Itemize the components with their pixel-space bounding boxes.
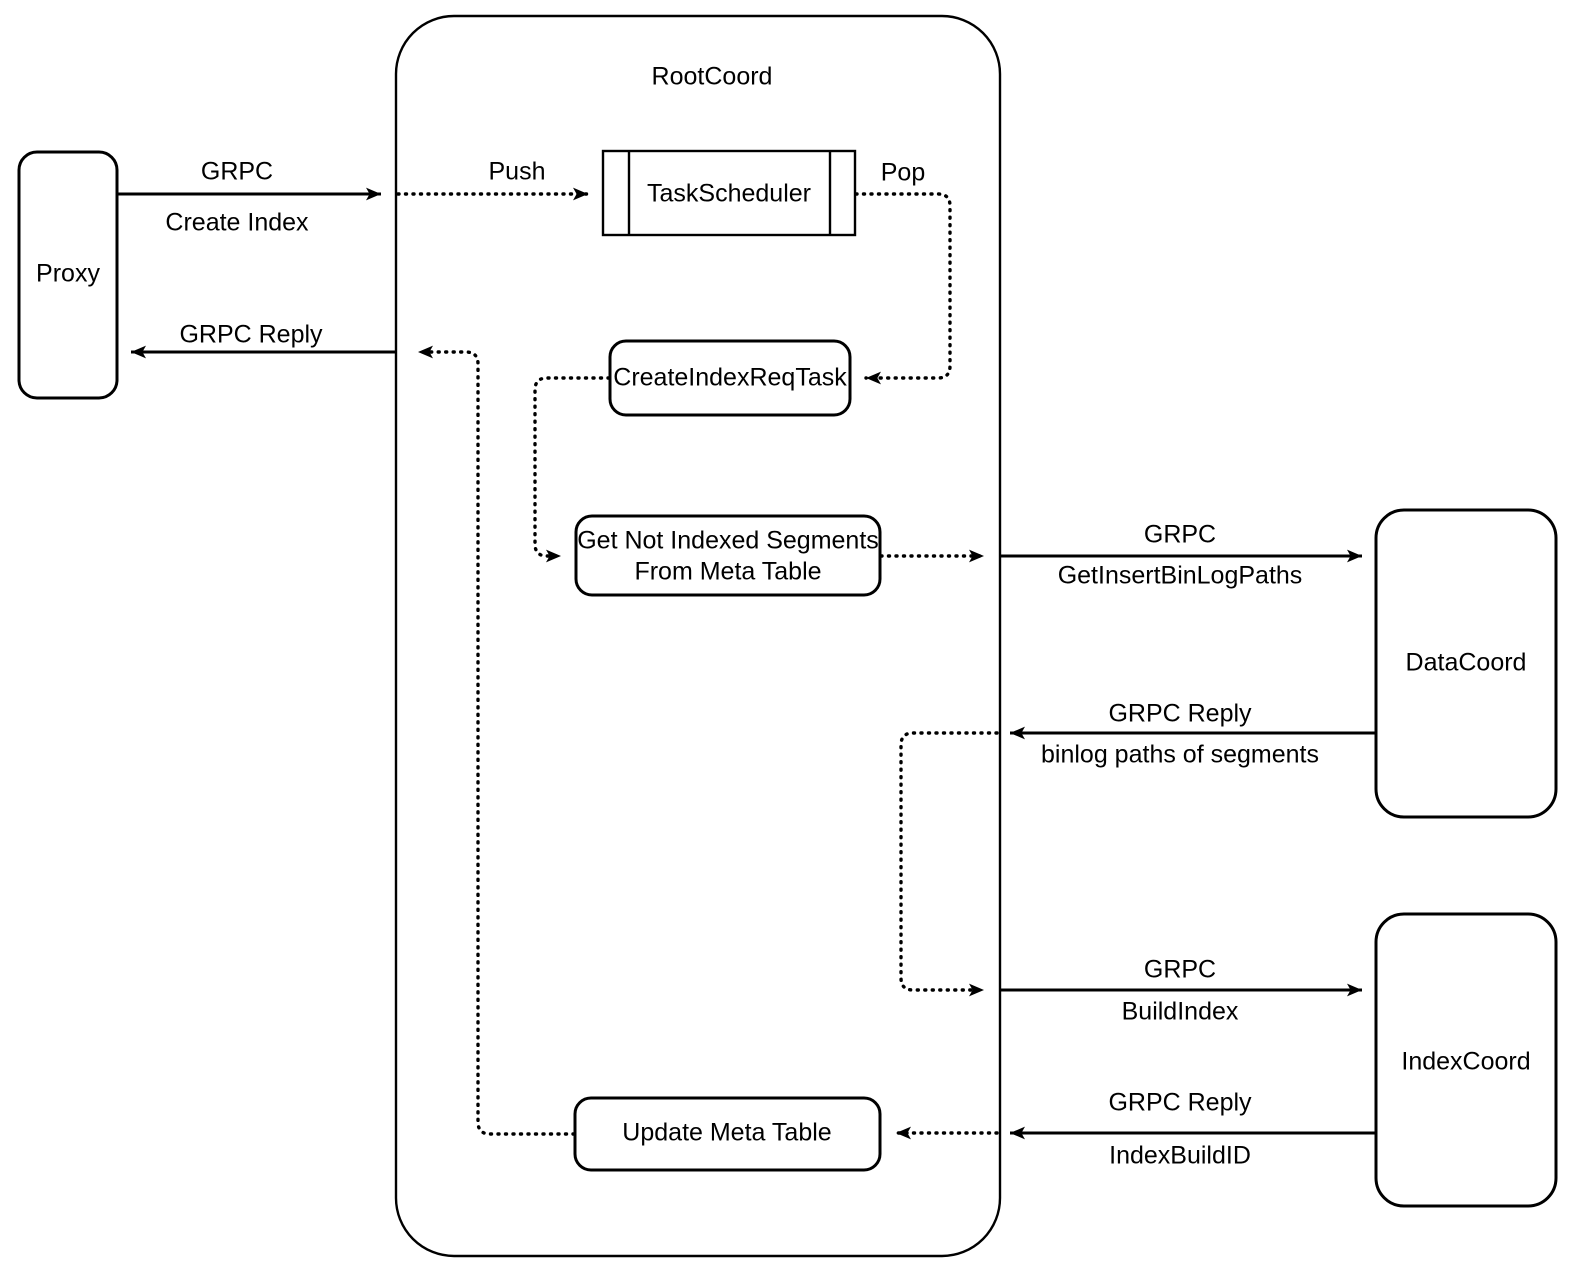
edge-label-pop: Pop bbox=[881, 159, 925, 187]
edge-label-grpc-getinsertbinlogpaths-bottom: GetInsertBinLogPaths bbox=[1058, 562, 1303, 590]
edge-push-to-task-scheduler[interactable]: Push bbox=[396, 158, 590, 201]
node-task-scheduler[interactable]: TaskScheduler bbox=[601, 149, 857, 237]
node-get-not-indexed-segments[interactable]: Get Not Indexed Segments From Meta Table bbox=[574, 514, 882, 597]
edge-rootcoord-to-datacoord[interactable]: GRPC GetInsertBinLogPaths bbox=[999, 521, 1362, 590]
node-datacoord-label: DataCoord bbox=[1406, 649, 1527, 677]
edge-label-grpc-reply-indexbuildid-bottom: IndexBuildID bbox=[1109, 1142, 1251, 1170]
edge-pop-to-create-index-req-task[interactable]: Pop bbox=[854, 159, 952, 385]
edge-label-grpc-buildindex-top: GRPC bbox=[1144, 956, 1216, 984]
node-proxy-label: Proxy bbox=[36, 260, 100, 288]
edge-label-grpc-reply-binlog-bottom: binlog paths of segments bbox=[1041, 741, 1319, 769]
node-datacoord[interactable]: DataCoord bbox=[1374, 508, 1558, 819]
edge-label-grpc-reply-indexbuildid-top: GRPC Reply bbox=[1108, 1089, 1252, 1117]
edge-task-to-get-segments[interactable] bbox=[533, 376, 611, 563]
edge-label-grpc-create-index-bottom: Create Index bbox=[165, 209, 309, 237]
node-indexcoord-label: IndexCoord bbox=[1401, 1048, 1530, 1076]
edge-label-grpc-buildindex-bottom: BuildIndex bbox=[1122, 998, 1239, 1026]
node-get-not-indexed-segments-label-line1: Get Not Indexed Segments bbox=[577, 527, 879, 555]
edge-label-push: Push bbox=[489, 158, 546, 186]
edge-datacoord-to-rootcoord[interactable]: GRPC Reply binlog paths of segments bbox=[1010, 700, 1376, 769]
container-rootcoord[interactable]: RootCoord bbox=[394, 14, 1002, 1258]
container-rootcoord-label: RootCoord bbox=[652, 63, 773, 91]
edge-label-grpc-reply-binlog-top: GRPC Reply bbox=[1108, 700, 1252, 728]
edge-label-grpc-create-index-top: GRPC bbox=[201, 158, 273, 186]
edge-update-meta-to-grpc-reply[interactable] bbox=[416, 345, 576, 1136]
node-task-scheduler-label: TaskScheduler bbox=[647, 180, 811, 208]
node-update-meta-table-label: Update Meta Table bbox=[622, 1119, 831, 1147]
edge-label-grpc-getinsertbinlogpaths-top: GRPC bbox=[1144, 521, 1216, 549]
node-create-index-req-task-label: CreateIndexReqTask bbox=[613, 364, 847, 392]
edge-rootcoord-to-indexcoord[interactable]: GRPC BuildIndex bbox=[999, 956, 1362, 1026]
edge-label-grpc-reply-proxy: GRPC Reply bbox=[179, 321, 323, 349]
edge-indexcoord-to-rootcoord[interactable]: GRPC Reply IndexBuildID bbox=[1010, 1089, 1376, 1170]
edge-rootcoord-to-proxy[interactable]: GRPC Reply bbox=[131, 321, 396, 359]
node-proxy[interactable]: Proxy bbox=[17, 150, 119, 400]
edge-proxy-to-rootcoord[interactable]: GRPC Create Index bbox=[118, 158, 381, 237]
node-indexcoord[interactable]: IndexCoord bbox=[1374, 912, 1558, 1208]
node-update-meta-table[interactable]: Update Meta Table bbox=[573, 1096, 882, 1172]
node-create-index-req-task[interactable]: CreateIndexReqTask bbox=[608, 339, 852, 417]
node-get-not-indexed-segments-label-line2: From Meta Table bbox=[634, 558, 821, 586]
edge-datacoord-reply-to-buildindex[interactable] bbox=[899, 731, 999, 997]
